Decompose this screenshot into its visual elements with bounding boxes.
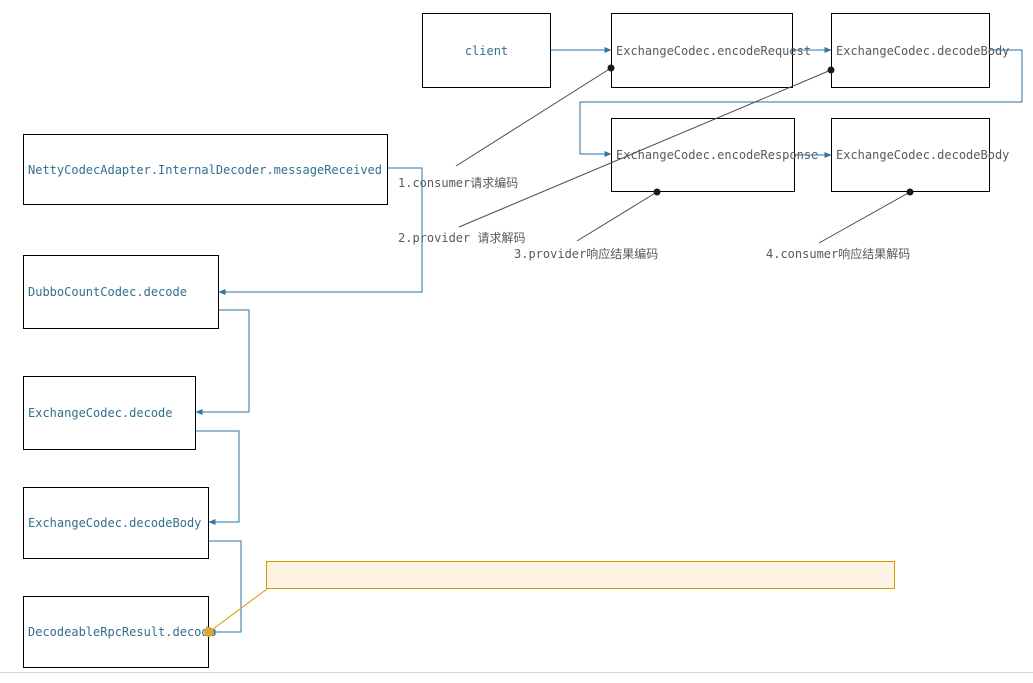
- callout-line-step3: [576, 191, 658, 242]
- node-client: client: [422, 13, 551, 88]
- node-dubbocountcodec-decode-label: DubboCountCodec.decode: [28, 285, 187, 299]
- node-exchangecodec-decode-label: ExchangeCodec.decode: [28, 406, 173, 420]
- node-exchangecodec-decodebody-right: ExchangeCodec.decodeBody: [831, 118, 1009, 192]
- flow-label-step1: 1.consumer请求编码: [398, 176, 519, 190]
- node-exchangecodec-encoderesponse: ExchangeCodec.encodeResponse: [611, 118, 818, 192]
- node-exchangecodec-decode: ExchangeCodec.decode: [23, 376, 196, 450]
- node-exchangecodec-decodebody-left: ExchangeCodec.decodeBody: [23, 487, 209, 559]
- node-exchangecodec-encoderesponse-label: ExchangeCodec.encodeResponse: [616, 148, 819, 162]
- node-exchangecodec-encoderequest: ExchangeCodec.encodeRequest: [611, 13, 811, 88]
- node-nettycodecadapter-messagereceived: NettyCodecAdapter.InternalDecoder.messag…: [23, 134, 388, 205]
- page-divider-line: [0, 672, 1033, 673]
- node-decodeablerpcresult-decode-label: DecodeableRpcResult.decode: [28, 625, 216, 639]
- annotation-note: 根据RESPONSE_NULL_VALUE RESPONSE_VALUE RES…: [266, 561, 895, 589]
- node-nettycodecadapter-messagereceived-label: NettyCodecAdapter.InternalDecoder.messag…: [28, 162, 383, 177]
- flow-label-step2: 2.provider 请求解码: [398, 231, 526, 245]
- flow-label-step4: 4.consumer响应结果解码: [766, 247, 911, 261]
- connector-decodebody-to-decodeablerpc: [208, 540, 242, 635]
- flow-label-step3: 3.provider响应结果编码: [514, 247, 659, 261]
- node-decodeablerpcresult-decode: DecodeableRpcResult.decode: [23, 596, 216, 668]
- node-exchangecodec-decodebody-top-label: ExchangeCodec.decodeBody: [836, 43, 1010, 58]
- callout-line-step4: [818, 191, 911, 244]
- node-exchangecodec-encoderequest-label: ExchangeCodec.encodeRequest: [616, 43, 812, 58]
- callout-line-note: [208, 588, 268, 633]
- node-exchangecodec-decodebody-top: ExchangeCodec.decodeBody: [831, 13, 1009, 88]
- node-exchangecodec-decodebody-left-label: ExchangeCodec.decodeBody: [28, 516, 202, 530]
- node-exchangecodec-decodebody-right-label: ExchangeCodec.decodeBody: [836, 148, 1010, 162]
- node-client-label: client: [464, 43, 509, 58]
- node-dubbocountcodec-decode: DubboCountCodec.decode: [23, 255, 219, 329]
